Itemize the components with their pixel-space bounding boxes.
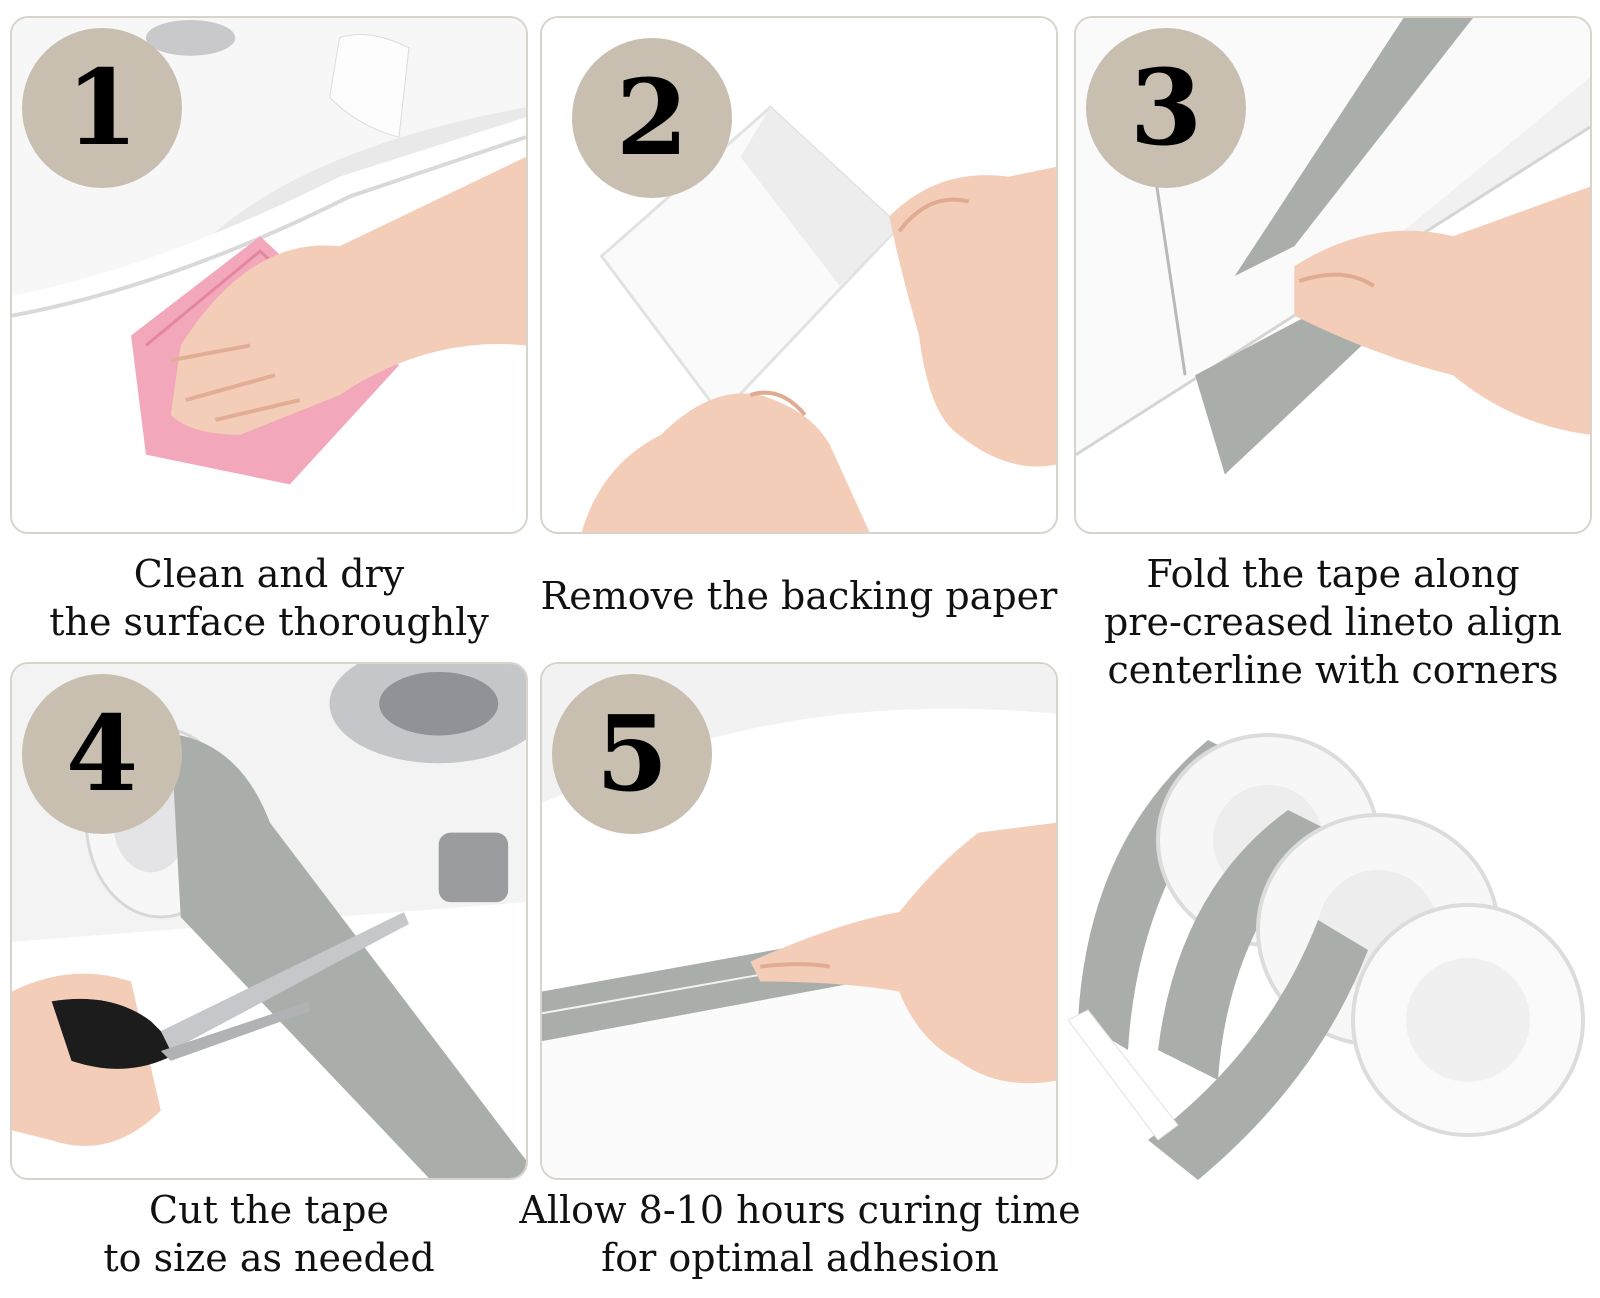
caption-line: Allow 8-10 hours curing time: [519, 1188, 1081, 1232]
caption-line: Cut the tape: [149, 1188, 389, 1232]
step-3-photo: 3: [1074, 16, 1592, 534]
step-2-caption: Remove the backing paper: [540, 572, 1058, 620]
caption-line: Clean and dry: [133, 552, 405, 596]
step-number-badge: 4: [22, 674, 182, 834]
step-1-photo: 1: [10, 16, 528, 534]
step-number-badge: 3: [1086, 28, 1246, 188]
step-1-caption: Clean and dry the surface thoroughly: [10, 550, 528, 646]
step-5-caption: Allow 8-10 hours curing time for optimal…: [510, 1186, 1090, 1282]
caption-line: pre-creased lineto align: [1103, 600, 1563, 644]
step-5-photo: 5: [540, 662, 1058, 1180]
step-4-photo: 4: [10, 662, 528, 1180]
caption-line: Remove the backing paper: [540, 574, 1058, 618]
step-number-badge: 2: [572, 38, 732, 198]
caption-line: the surface thoroughly: [49, 600, 489, 644]
step-4-caption: Cut the tape to size as needed: [10, 1186, 528, 1282]
tape-rolls-product-image: [1068, 733, 1585, 1180]
caption-line: to size as needed: [103, 1236, 435, 1280]
folding-tape-illustration: [1076, 18, 1590, 532]
wiping-sink-illustration: [12, 18, 526, 532]
step-2-photo: 2: [540, 16, 1058, 534]
caption-line: Fold the tape along: [1146, 552, 1520, 596]
step-number-badge: 5: [552, 674, 712, 834]
step-3-caption: Fold the tape along pre-creased lineto a…: [1074, 550, 1592, 694]
step-number-badge: 1: [22, 28, 182, 188]
caption-line: for optimal adhesion: [601, 1236, 999, 1280]
caption-line: centerline with corners: [1107, 648, 1559, 692]
